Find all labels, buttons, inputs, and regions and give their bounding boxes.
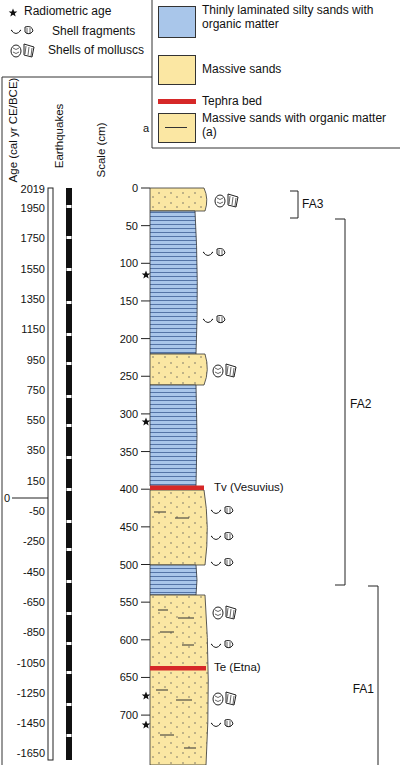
facies-brackets (290, 191, 378, 765)
legend-swatch (158, 113, 196, 143)
age-tick-label: -450 (23, 565, 45, 578)
age-tick-label: -1250 (17, 686, 45, 699)
radiometric-stars (142, 271, 151, 729)
axis-title: Earthquakes (53, 104, 66, 169)
scale-tick-label: 700 (120, 709, 138, 722)
age-tick-label: 1350 (21, 293, 45, 306)
age-tick-label: 1950 (21, 202, 45, 215)
earthquake-bar (66, 188, 72, 760)
scale-tick-label: 350 (120, 445, 138, 458)
scale-tick-label: 600 (120, 633, 138, 646)
facies-label: FA1 (353, 683, 374, 697)
scale-ticks (141, 188, 150, 715)
scale-tick-label: 650 (120, 671, 138, 684)
age-tick-label: 150 (27, 474, 45, 487)
organic-dash (165, 127, 187, 128)
layers (150, 188, 208, 765)
age-tick-label: -850 (23, 626, 45, 639)
shell-symbols (203, 194, 238, 727)
scale-tick-label: 500 (120, 558, 138, 571)
scale-tick-label: 150 (120, 295, 138, 308)
axis-title: Age (cal yr CE/BCE) (7, 78, 20, 183)
age-tick-label: -650 (23, 596, 45, 609)
age-tick-label: 350 (27, 444, 45, 457)
age-tick-label: 1150 (21, 323, 45, 336)
axis-title: Scale (cm) (95, 123, 108, 178)
legend-swatch (158, 55, 196, 85)
age-tick-label: -1450 (17, 717, 45, 730)
scale-tick-label: 550 (120, 596, 138, 609)
legend-key-letter: a (143, 122, 149, 135)
legend-text: Shells of molluscs (48, 44, 144, 58)
age-tick-label: 2019 (21, 183, 45, 196)
zero-label: 0 (4, 492, 10, 505)
tephra-label: Tv (Vesuvius) (214, 481, 284, 494)
scale-tick-label: 400 (120, 483, 138, 496)
legend-text: Thinly laminated silty sands with organi… (202, 4, 396, 32)
legend-swatch (158, 6, 196, 38)
legend-text: Massive sands (202, 63, 396, 77)
age-bar (48, 188, 53, 760)
age-tick-label: 750 (27, 383, 45, 396)
scale-tick-label: 50 (126, 219, 138, 232)
scale-tick-label: 450 (120, 521, 138, 534)
legend-text: Radiometric age (24, 5, 111, 19)
age-tick-label: -50 (29, 505, 45, 518)
scale-tick-label: 300 (120, 408, 138, 421)
age-tick-label: 1750 (21, 232, 45, 245)
legend-text: Shell fragments (52, 25, 135, 39)
scale-tick-label: 0 (132, 182, 138, 195)
scale-tick-label: 200 (120, 332, 138, 345)
legend-text: Massive sands with organic matter (a) (202, 112, 396, 140)
legend-text: Tephra bed (202, 95, 396, 109)
age-tick-label: -1650 (17, 747, 45, 760)
facies-label: FA2 (350, 398, 371, 412)
legend-swatch (158, 99, 196, 104)
age-tick-label: 1550 (21, 262, 45, 275)
scale-tick-label: 100 (120, 257, 138, 270)
age-tick-label: -1050 (17, 656, 45, 669)
age-tick-label: 950 (27, 353, 45, 366)
scale-tick-label: 250 (120, 370, 138, 383)
age-tick-label: 550 (27, 414, 45, 427)
facies-label: FA3 (302, 198, 323, 212)
zero-line (12, 498, 48, 499)
tephra-label: Te (Etna) (214, 661, 261, 674)
age-tick-label: -250 (23, 535, 45, 548)
